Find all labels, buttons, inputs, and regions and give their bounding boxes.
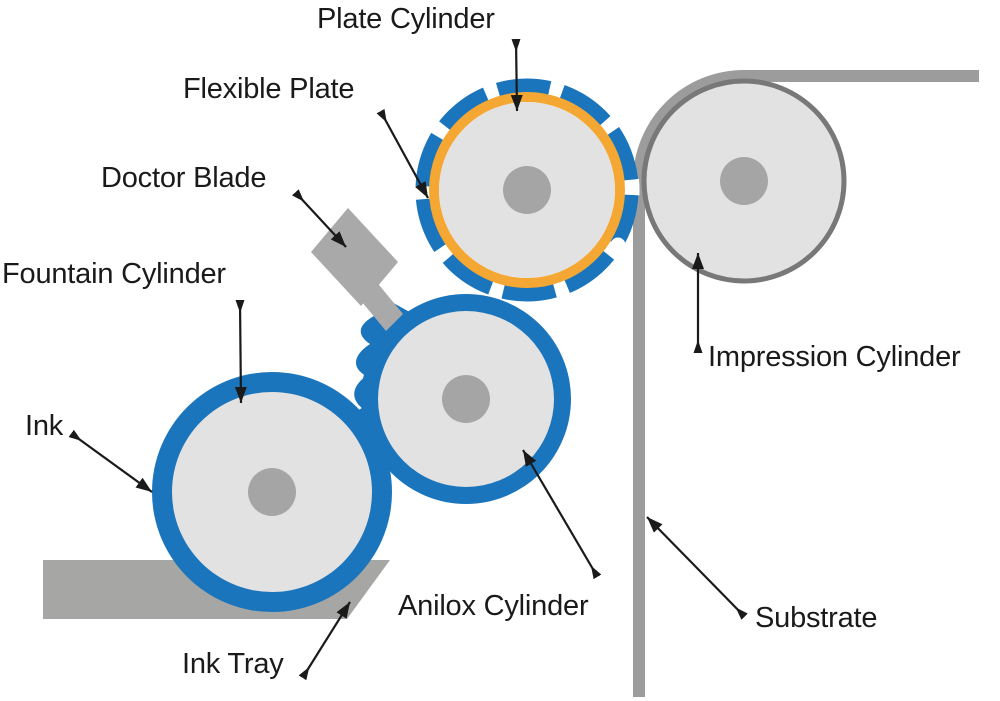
ink-arrow bbox=[68, 429, 153, 493]
label-ink-tray: Ink Tray bbox=[182, 648, 284, 680]
impression-cylinder-shell bbox=[641, 78, 847, 284]
label-ink: Ink bbox=[25, 410, 64, 442]
impression-cylinder-axle bbox=[720, 157, 768, 205]
flexible-plate-ring bbox=[429, 92, 625, 288]
plate-cylinder-arrow bbox=[510, 38, 523, 112]
label-plate-cylinder: Plate Cylinder bbox=[317, 3, 495, 35]
ink-tray-arrow bbox=[298, 601, 351, 681]
flexible-plate-arrow bbox=[376, 108, 429, 199]
plate-cylinder-axle bbox=[503, 166, 551, 214]
anilox-cylinder-axle bbox=[442, 375, 490, 423]
fountain-cylinder-axle bbox=[248, 468, 296, 516]
label-flexible-plate: Flexible Plate bbox=[183, 73, 355, 105]
anilox-cylinder-arrow bbox=[522, 449, 602, 580]
doctor-blade-arrow bbox=[292, 189, 347, 248]
plate-register-notch bbox=[610, 237, 626, 253]
label-fountain-cylinder: Fountain Cylinder bbox=[2, 258, 226, 290]
label-anilox-cylinder: Anilox Cylinder bbox=[398, 590, 589, 622]
label-doctor-blade: Doctor Blade bbox=[101, 162, 267, 194]
label-impression-cylinder: Impression Cylinder bbox=[708, 341, 961, 373]
doctor-blade-tip bbox=[352, 274, 403, 331]
callout-arrows bbox=[68, 38, 748, 681]
substrate-arrow bbox=[646, 516, 748, 620]
label-substrate: Substrate bbox=[755, 602, 878, 634]
substrate-web bbox=[633, 70, 979, 697]
fountain-cylinder-arrow bbox=[234, 299, 247, 404]
